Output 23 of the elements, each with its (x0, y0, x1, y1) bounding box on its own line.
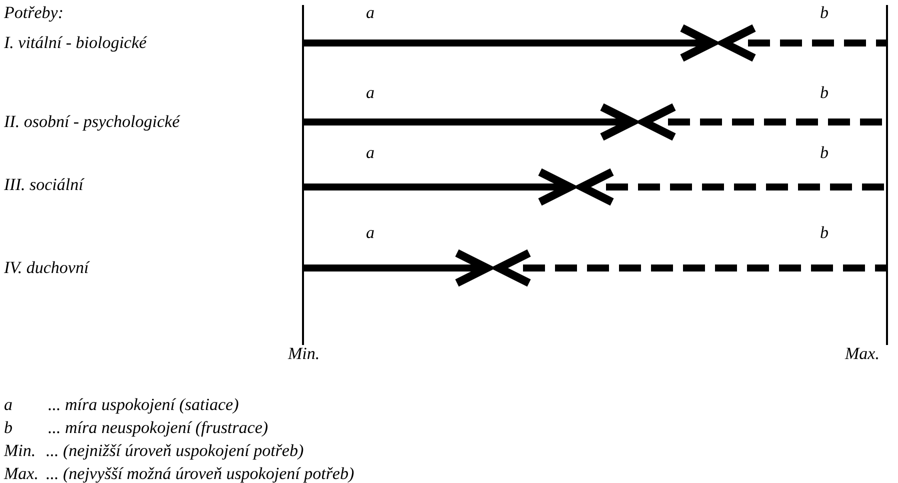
heading: Potřeby: (4, 3, 64, 23)
variable-label: b (820, 83, 828, 103)
legend-symbol: b (4, 418, 12, 438)
category-label: IV. duchovní (4, 258, 89, 278)
legend-text: ... (nejvyšší možná úroveň uspokojení potřeb) (46, 464, 354, 483)
category-label: I. vitální - biologické (4, 33, 147, 53)
variable-label: a (366, 143, 374, 163)
legend-symbol: Max. (4, 464, 38, 483)
variable-label: a (366, 83, 374, 103)
legend-symbol: a (4, 395, 12, 415)
scale-label: Max. (845, 344, 880, 364)
variable-label: b (820, 143, 828, 163)
legend-text: ... míra neuspokojení (frustrace) (48, 418, 268, 438)
variable-label: a (366, 3, 374, 23)
category-label: II. osobní - psychologické (4, 112, 180, 132)
legend-text: ... míra uspokojení (satiace) (48, 395, 239, 415)
category-label: III. sociální (4, 175, 84, 195)
legend-symbol: Min. (4, 441, 36, 461)
legend-text: ... (nejnižší úroveň uspokojení potřeb) (46, 441, 304, 461)
scale-label: Min. (288, 344, 320, 364)
variable-label: b (820, 3, 828, 23)
variable-label: a (366, 223, 374, 243)
variable-label: b (820, 223, 828, 243)
